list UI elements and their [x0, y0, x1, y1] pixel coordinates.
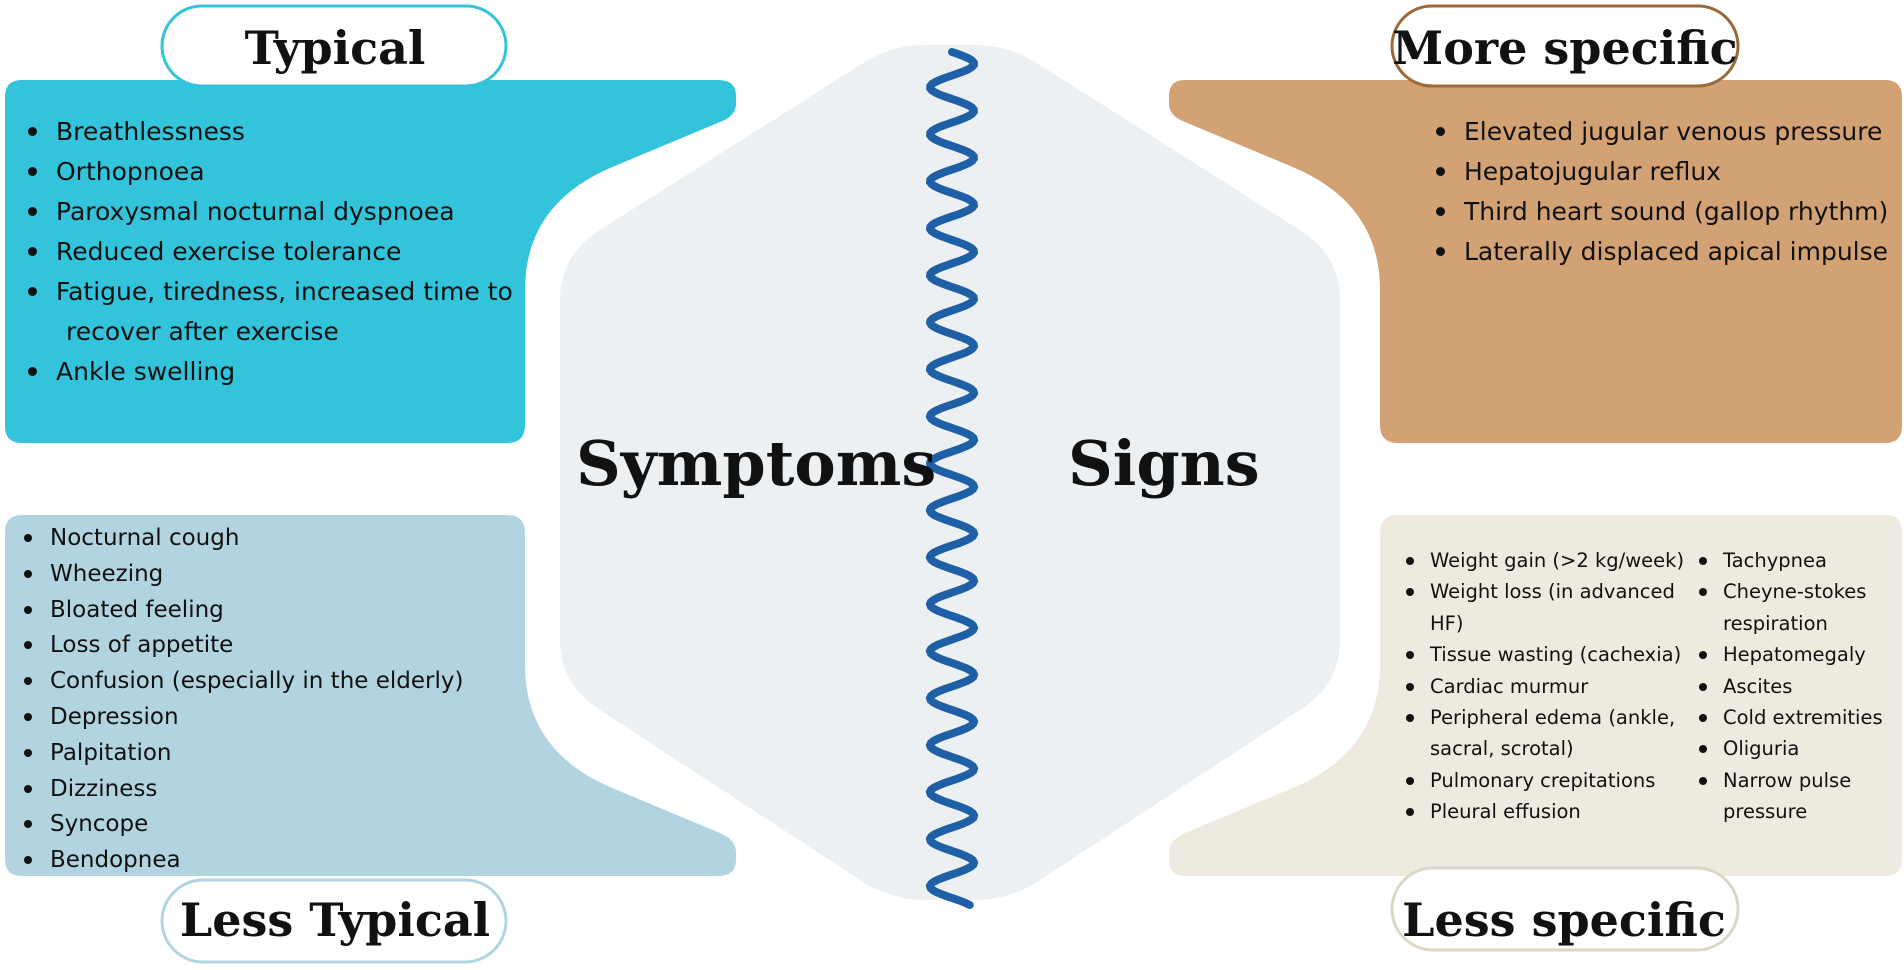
list-item: Wheezing [18, 557, 518, 593]
list-item: Laterally displaced apical impulse [1430, 232, 1900, 272]
less-typical-label: Less Typical [179, 893, 491, 947]
typical-pill [160, 4, 508, 88]
list-item: Reduced exercise tolerance [22, 232, 522, 272]
list-item: Cold extremities [1693, 702, 1903, 733]
list-item: Pulmonary crepitations [1400, 765, 1690, 796]
list-item: Hepatojugular reflux [1430, 152, 1900, 192]
list-item: Breathlessness [22, 112, 522, 152]
list-item: Ascites [1693, 671, 1903, 702]
list-item: Dizziness [18, 772, 518, 808]
list-item: Cardiac murmur [1400, 671, 1690, 702]
list-item-continuation: pressure [1723, 800, 1808, 824]
list-item-continuation: sacral, scrotal) [1430, 737, 1574, 761]
list-item: Syncope [18, 807, 518, 843]
list-item: Pleural effusion [1400, 796, 1690, 827]
typical-label: Typical [244, 21, 426, 75]
wavy-divider [925, 48, 979, 909]
list-item-continuation: respiration [1723, 611, 1828, 635]
list-item: Depression [18, 700, 518, 736]
less-typical-pill [160, 878, 508, 964]
more-specific-pill [1390, 4, 1740, 88]
less-specific-pill [1390, 866, 1740, 952]
typical-symptoms-list: Breathlessness Orthopnoea Paroxysmal noc… [22, 112, 522, 392]
typical-box [5, 80, 736, 443]
list-item: Elevated jugular venous pressure [1430, 112, 1900, 152]
list-item: Bendopnea [18, 843, 518, 879]
less-specific-signs-list-col1: Weight gain (>2 kg/week) Weight loss (in… [1400, 545, 1690, 828]
list-item: Palpitation [18, 736, 518, 772]
more-specific-signs-list: Elevated jugular venous pressure Hepatoj… [1430, 112, 1900, 272]
list-item: Loss of appetite [18, 628, 518, 664]
list-item: Peripheral edema (ankle,sacral, scrotal) [1400, 702, 1690, 765]
less-specific-box [1169, 515, 1902, 876]
list-item: Orthopnoea [22, 152, 522, 192]
list-item: Weight gain (>2 kg/week) [1400, 545, 1690, 576]
list-item: Third heart sound (gallop rhythm) [1430, 192, 1900, 232]
list-item: Ankle swelling [22, 352, 522, 392]
list-item: Confusion (especially in the elderly) [18, 664, 518, 700]
list-item-continuation: recover after exercise [66, 317, 339, 346]
less-typical-box [5, 515, 736, 876]
less-typical-symptoms-list: Nocturnal cough Wheezing Bloated feeling… [18, 521, 518, 879]
symptoms-heading: Symptoms [576, 427, 937, 500]
more-specific-label: More specific [1392, 21, 1738, 75]
list-item: Tissue wasting (cachexia) [1400, 639, 1690, 670]
more-specific-box [1169, 80, 1902, 443]
list-item: Oliguria [1693, 733, 1903, 764]
list-item: Tachypnea [1693, 545, 1903, 576]
list-item: Hepatomegaly [1693, 639, 1903, 670]
less-specific-label: Less specific [1402, 893, 1726, 947]
list-item: Nocturnal cough [18, 521, 518, 557]
list-item: Bloated feeling [18, 593, 518, 629]
list-item: Paroxysmal nocturnal dyspnoea [22, 192, 522, 232]
list-item-continuation: HF) [1430, 611, 1464, 635]
signs-heading: Signs [1068, 427, 1260, 500]
